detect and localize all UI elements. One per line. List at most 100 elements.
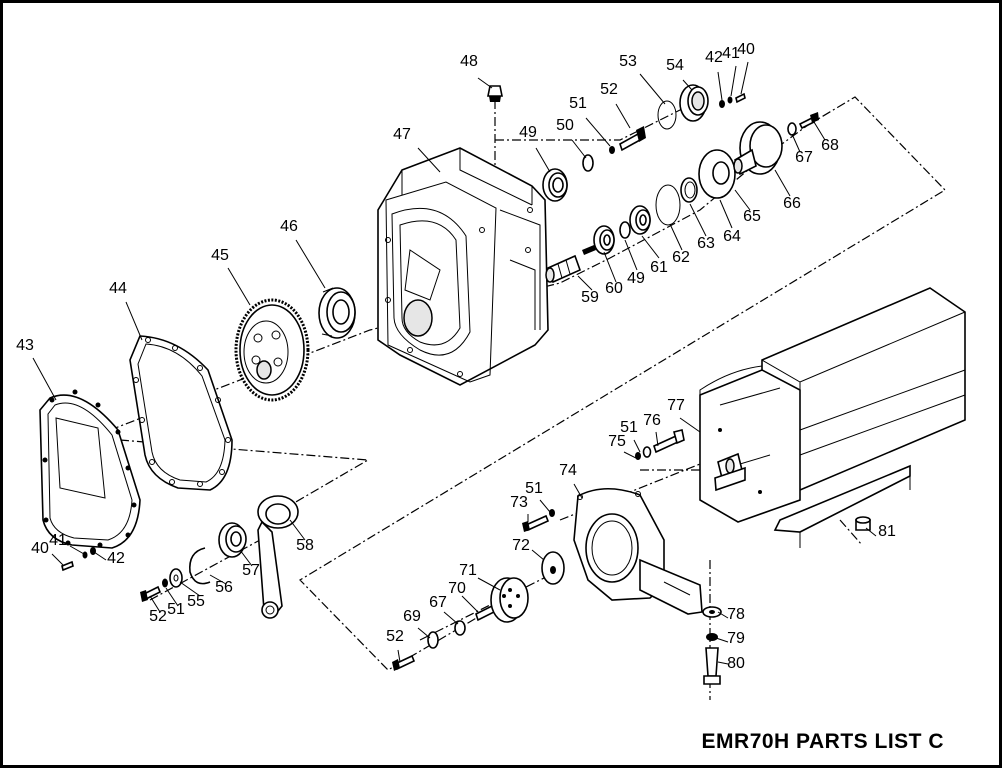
callout-72: 72 — [512, 537, 530, 554]
callout-60: 60 — [605, 280, 623, 297]
callout-53: 53 — [619, 53, 637, 70]
callout-68: 68 — [821, 137, 839, 154]
callout-48: 48 — [460, 53, 478, 70]
part-80-bolt — [703, 647, 721, 685]
part-51-lock-washer-bracket — [549, 509, 555, 517]
part-54-bearing-cap — [679, 84, 709, 122]
part-57-bearing — [218, 522, 247, 558]
part-49-bearing-lower — [593, 225, 615, 255]
part-74-motor-bracket — [573, 487, 703, 615]
part-43-cover-plate — [39, 389, 141, 549]
callout-44: 44 — [109, 280, 127, 297]
part-67-washer-lower — [454, 620, 466, 636]
callout-57: 57 — [242, 562, 260, 579]
part-62-bearing — [629, 205, 651, 235]
part-77-motor — [699, 287, 966, 548]
part-58-connecting-rod — [257, 495, 299, 619]
part-67-washer-upper — [787, 122, 797, 136]
callout-59: 59 — [581, 289, 599, 306]
callout-63: 63 — [697, 235, 715, 252]
callout-80: 80 — [727, 655, 745, 672]
callout-61: 61 — [650, 259, 668, 276]
part-73-bolt — [522, 514, 550, 532]
part-61-spacer — [619, 221, 631, 239]
part-79-lock-washer — [706, 633, 718, 641]
part-40-42-screw-set-lower — [61, 547, 96, 572]
callout-47: 47 — [393, 126, 411, 143]
part-45-gear — [234, 298, 310, 402]
callout-49: 49 — [519, 124, 537, 141]
callout-79: 79 — [727, 630, 745, 647]
part-47-gear-housing — [377, 147, 549, 386]
callout-76: 76 — [643, 412, 661, 429]
part-49-bearing-upper — [542, 168, 568, 202]
part-52-bolt-left — [140, 585, 162, 602]
callout-51: 51 — [167, 601, 185, 618]
part-44-gasket — [129, 335, 233, 491]
callout-51: 51 — [569, 95, 587, 112]
part-81-nut — [855, 516, 871, 531]
part-50-washer — [582, 154, 594, 172]
part-48-vent-plug — [487, 85, 503, 102]
callout-70: 70 — [448, 580, 466, 597]
part-75-bolt-set — [635, 446, 652, 460]
callout-73: 73 — [510, 494, 528, 511]
part-46-bearing — [318, 287, 356, 339]
diagram-title: EMR70H PARTS LIST C — [701, 730, 944, 753]
part-63-o-ring — [655, 184, 681, 226]
part-55-washer — [169, 568, 183, 588]
callout-54: 54 — [666, 57, 684, 74]
callout-66: 66 — [783, 195, 801, 212]
callout-65: 65 — [743, 208, 761, 225]
callout-52: 52 — [149, 608, 167, 625]
callout-42: 42 — [107, 550, 125, 567]
callout-62: 62 — [672, 249, 690, 266]
callout-52: 52 — [386, 628, 404, 645]
callout-41: 41 — [722, 45, 740, 62]
part-59-shaft — [545, 254, 582, 284]
callout-40: 40 — [31, 540, 49, 557]
callout-74: 74 — [559, 462, 577, 479]
part-76-bolt — [653, 429, 685, 454]
callout-50: 50 — [556, 117, 574, 134]
part-60-key — [582, 245, 596, 255]
part-51-lock-washer-upper — [609, 146, 615, 154]
callout-69: 69 — [403, 608, 421, 625]
callout-45: 45 — [211, 247, 229, 264]
callout-43: 43 — [16, 337, 34, 354]
part-64-seal — [680, 177, 698, 203]
callout-67: 67 — [795, 149, 813, 166]
callout-49: 49 — [627, 270, 645, 287]
part-71-coupling-hub — [490, 577, 529, 623]
part-56-snap-ring — [188, 547, 211, 585]
callout-78: 78 — [727, 606, 745, 623]
callout-51: 51 — [620, 419, 638, 436]
part-66-coupling — [733, 121, 783, 176]
callout-67: 67 — [429, 594, 447, 611]
callout-51: 51 — [525, 480, 543, 497]
callout-52: 52 — [600, 81, 618, 98]
part-72-spacer — [541, 551, 565, 585]
callout-46: 46 — [280, 218, 298, 235]
part-52-bolt-lower — [392, 654, 416, 671]
callout-75: 75 — [608, 433, 626, 450]
part-52-bolt-upper — [619, 126, 646, 152]
callout-56: 56 — [215, 579, 233, 596]
part-40-42-screw-set-upper — [719, 92, 746, 108]
part-78-washer — [702, 606, 722, 618]
callout-40: 40 — [737, 41, 755, 58]
callout-64: 64 — [723, 228, 741, 245]
callout-42: 42 — [705, 49, 723, 66]
callout-71: 71 — [459, 562, 477, 579]
callout-58: 58 — [296, 537, 314, 554]
part-53-o-ring — [657, 100, 677, 130]
leader-lines — [32, 61, 877, 665]
callout-77: 77 — [667, 397, 685, 414]
callout-81: 81 — [878, 523, 896, 540]
part-69-washer — [427, 631, 439, 649]
part-65-flange — [698, 149, 736, 199]
callout-55: 55 — [187, 593, 205, 610]
